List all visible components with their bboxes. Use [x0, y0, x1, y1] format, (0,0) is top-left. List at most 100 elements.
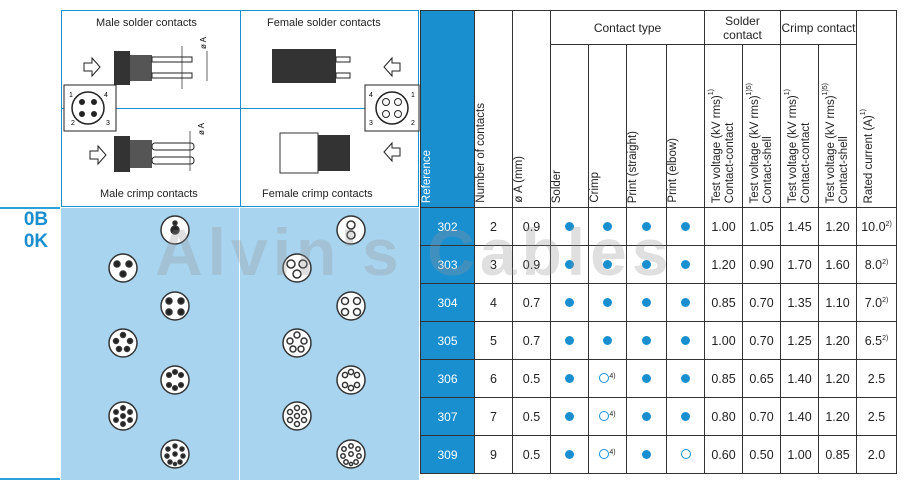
contact-type-solder — [550, 283, 589, 322]
standard-mark — [642, 221, 651, 231]
col-dia-a: ø A (mm) — [512, 10, 551, 208]
standard-mark — [603, 259, 612, 269]
male-crimp-label: Male crimp contacts — [100, 188, 198, 200]
standard-mark — [642, 411, 651, 421]
spec-table: Reference Number of contacts ø A (mm) Co… — [420, 10, 897, 474]
contact-type-pe — [666, 207, 705, 246]
col-crimp: Crimp — [588, 44, 627, 208]
col-solder: Solder — [550, 44, 589, 208]
standard-mark — [681, 411, 690, 421]
option-available-mark — [599, 372, 610, 383]
col-num-contacts: Number of contacts — [474, 10, 513, 208]
male-layout-306 — [160, 365, 190, 395]
standard-mark — [565, 297, 574, 307]
rated-current-cell: 7.02) — [856, 283, 897, 322]
solder-tv-cc-cell: 0.85 — [704, 359, 743, 398]
standard-mark — [603, 335, 612, 345]
col-print-elbow: Print (elbow) — [666, 44, 705, 208]
contact-type-crimp — [588, 207, 627, 246]
num-contacts-cell: 4 — [474, 283, 513, 322]
solder-tv-cc-cell: 1.00 — [704, 321, 743, 360]
female-crimp-label: Female crimp contacts — [262, 188, 373, 200]
crimp-tv-cc-cell: 1.40 — [780, 397, 819, 436]
male-layout-303 — [108, 253, 138, 283]
contact-type-crimp — [588, 283, 627, 322]
rated-current-cell: 8.02) — [856, 245, 897, 284]
contact-type-solder — [550, 359, 589, 398]
contact-type-crimp: 4) — [588, 359, 627, 398]
pin-num-l1: 1 — [69, 92, 73, 99]
crimp-tv-cc-cell: 1.40 — [780, 359, 819, 398]
rated-value: 2.5 — [867, 409, 886, 424]
contact-type-ps — [626, 207, 667, 246]
rated-value: 10.0 — [861, 219, 886, 234]
standard-mark — [681, 373, 690, 383]
footnote-ref: 4) — [609, 448, 616, 456]
dia-a-cell: 0.7 — [512, 283, 551, 322]
num-contacts-cell: 6 — [474, 359, 513, 398]
dim-a-top: ø A — [199, 36, 208, 49]
male-solder-label: Male solder contacts — [96, 17, 197, 29]
pin-layouts-svg — [108, 215, 366, 469]
col-crimp-tv-cs: Test voltage (kV rms)1)5)Contact-shell — [818, 44, 857, 208]
rated-value: 2.0 — [867, 447, 886, 462]
dia-a-cell: 0.7 — [512, 321, 551, 360]
reference-cell: 303 — [420, 245, 475, 284]
col-rated-current: Rated current (A)1) — [856, 10, 897, 208]
standard-mark — [565, 373, 574, 383]
male-layout-304 — [160, 291, 190, 321]
rated-current-cell: 2.5 — [856, 359, 897, 398]
contact-type-solder — [550, 321, 589, 360]
crimp-tv-cc-cell: 1.00 — [780, 435, 819, 474]
rated-current-cell: 6.52) — [856, 321, 897, 360]
male-layout-307 — [108, 401, 138, 431]
crimp-tv-cs-cell: 1.60 — [818, 245, 857, 284]
solder-tv-cs-cell: 1.05 — [742, 207, 781, 246]
series-0k: 0K — [23, 231, 49, 252]
crimp-tv-cc-cell: 1.45 — [780, 207, 819, 246]
pin-layouts-panel — [61, 208, 419, 480]
crimp-tv-cs-cell: 1.20 — [818, 397, 857, 436]
rated-current-cell: 2.0 — [856, 435, 897, 474]
solder-tv-cc-cell: 0.80 — [704, 397, 743, 436]
reference-cell: 304 — [420, 283, 475, 322]
footnote-ref: 4) — [609, 410, 616, 418]
contact-type-crimp: 4) — [588, 435, 627, 474]
solder-tv-cs-cell: 0.70 — [742, 321, 781, 360]
series-0b: 0B — [23, 209, 49, 230]
solder-tv-cs-cell: 0.90 — [742, 245, 781, 284]
footnote-ref: 2) — [882, 334, 889, 342]
contact-type-ps — [626, 321, 667, 360]
reference-cell: 305 — [420, 321, 475, 360]
rated-value: 8.0 — [864, 257, 883, 272]
group-crimp-contact: Crimp contact — [780, 10, 857, 45]
contact-type-ps — [626, 435, 667, 474]
standard-mark — [681, 297, 690, 307]
solder-tv-cs-cell: 0.70 — [742, 283, 781, 322]
series-bottom-rule — [0, 478, 60, 480]
standard-mark — [642, 259, 651, 269]
pin-num-l4: 4 — [104, 92, 108, 99]
male-layout-305 — [108, 328, 138, 358]
crimp-tv-cs-cell: 1.10 — [818, 283, 857, 322]
standard-mark — [603, 221, 612, 231]
standard-mark — [565, 411, 574, 421]
crimp-tv-cs-cell: 1.20 — [818, 359, 857, 398]
female-layout-305 — [282, 328, 312, 358]
footnote-ref: 2) — [882, 296, 889, 304]
pin-num-l3: 3 — [106, 120, 110, 127]
series-top-rule — [0, 207, 60, 209]
reference-cell: 306 — [420, 359, 475, 398]
footnote-ref: 2) — [882, 258, 889, 266]
standard-mark — [603, 297, 612, 307]
footnote-ref: 4) — [609, 372, 616, 380]
female-solder-drawing — [272, 49, 401, 83]
series-label: 0B 0K — [6, 209, 66, 253]
rated-value: 6.5 — [864, 333, 883, 348]
pin-num-l2: 2 — [71, 120, 75, 127]
pin-num-r4: 4 — [369, 92, 373, 99]
